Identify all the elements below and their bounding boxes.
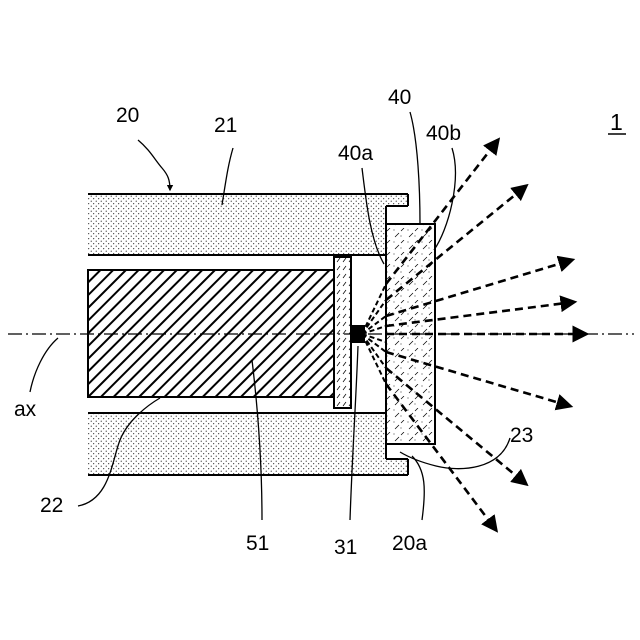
label-axis: ax — [14, 398, 37, 421]
housing-upper-wall — [88, 194, 408, 255]
label-housing: 20 — [116, 104, 139, 127]
label-front-end: 20a — [392, 532, 427, 555]
label-rod: 51 — [246, 532, 269, 555]
label-housing-wall: 21 — [214, 114, 237, 137]
label-lens-in: 40a — [338, 142, 373, 165]
label-fig: 1 — [610, 109, 623, 135]
label-step: 23 — [510, 424, 533, 447]
label-inner-surface: 22 — [40, 494, 63, 517]
label-lens-out: 40b — [426, 122, 461, 145]
label-lens: 40 — [388, 86, 411, 109]
label-emitter: 31 — [334, 536, 357, 559]
housing-lower-wall — [88, 413, 408, 475]
substrate-plate — [334, 257, 351, 408]
emitted-light-rays — [386, 140, 586, 530]
